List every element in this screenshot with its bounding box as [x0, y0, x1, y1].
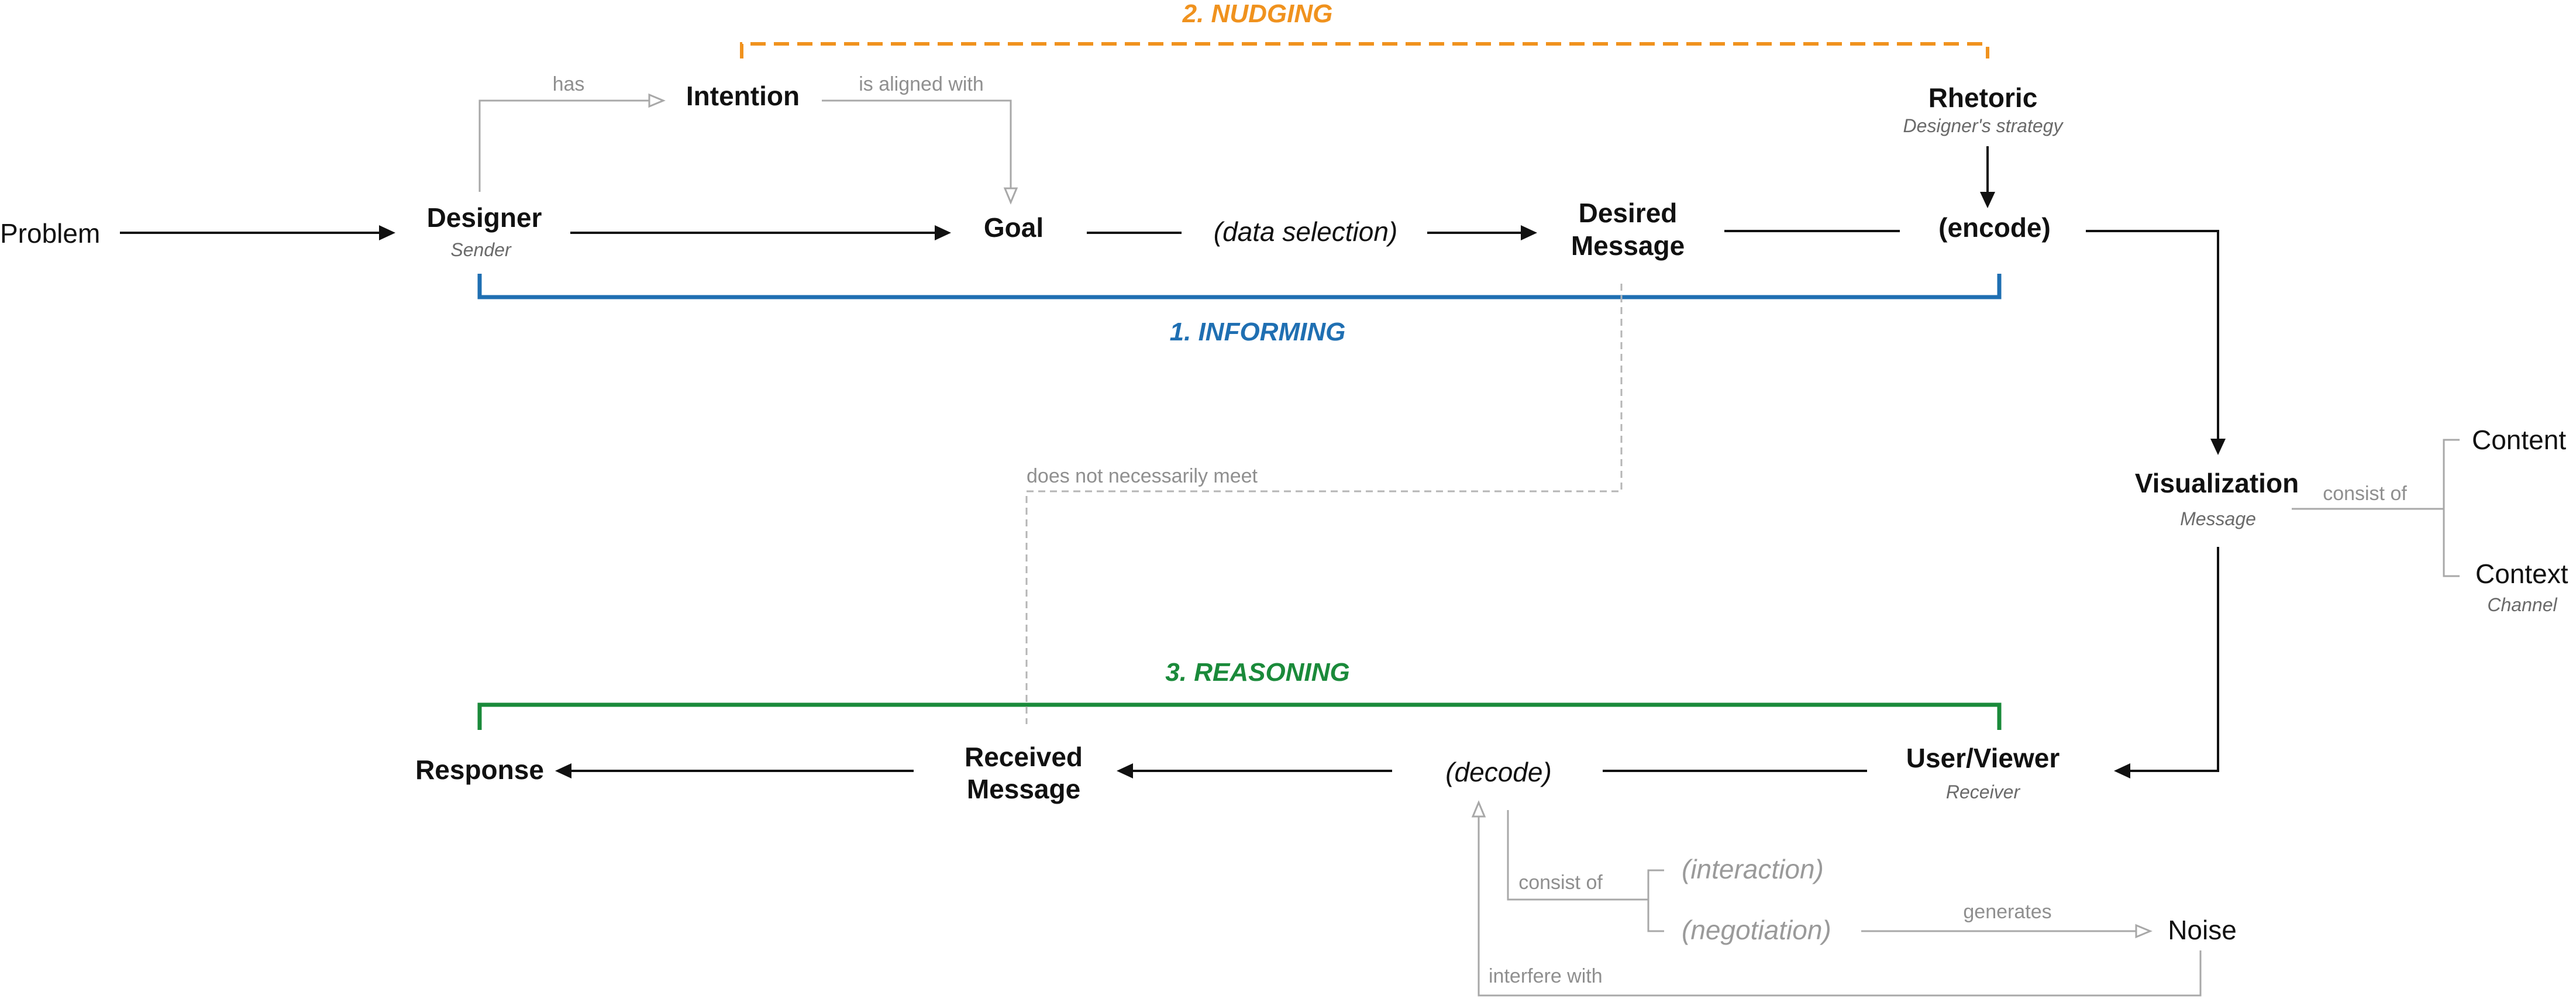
node-goal: Goal — [984, 212, 1044, 243]
node-decode: (decode) — [1445, 757, 1552, 787]
node-visualization-subtitle: Message — [2180, 508, 2256, 529]
bracket-interaction-negotiation — [1647, 869, 1664, 932]
node-user-viewer-title: User/Viewer — [1906, 743, 2060, 773]
edge-encode-to-visualization — [2086, 230, 2219, 439]
node-desired-message-line2: Message — [1571, 230, 1685, 261]
arrowhead-decode — [1471, 800, 1486, 818]
node-encode: (encode) — [1938, 212, 2051, 243]
informing-label: 1. INFORMING — [1170, 318, 1346, 346]
arrowhead-encode — [1980, 192, 1995, 208]
edge-noise-interfere-decode — [1478, 816, 2202, 997]
label-consist-of-decode: consist of — [1518, 871, 1603, 894]
arrowhead-user-viewer — [2114, 763, 2130, 778]
node-desired-message-line1: Desired — [1579, 198, 1678, 228]
node-context-title: Context — [2475, 559, 2568, 589]
reasoning-label: 3. REASONING — [1165, 658, 1349, 687]
label-consist-of-visualization: consist of — [2323, 483, 2407, 505]
node-problem: Problem — [0, 218, 100, 249]
node-noise: Noise — [2168, 915, 2237, 945]
arrowhead-received-message — [1117, 763, 1133, 778]
node-response: Response — [415, 754, 544, 785]
arrowhead-response — [555, 763, 571, 778]
edge-decode-consist-of — [1507, 810, 1648, 901]
node-designer-subtitle: Sender — [450, 239, 512, 260]
node-negotiation: (negotiation) — [1682, 915, 1831, 945]
nudging-bracket — [740, 42, 1989, 58]
reasoning-bracket — [477, 702, 2002, 730]
arrowhead-intention — [648, 93, 666, 108]
node-designer-title: Designer — [427, 202, 542, 233]
arrowhead-visualization — [2210, 439, 2226, 455]
node-interaction: (interaction) — [1682, 854, 1824, 884]
label-generates: generates — [1963, 901, 2051, 923]
node-content: Content — [2472, 425, 2566, 455]
edge-intention-aligned-goal — [822, 99, 1012, 188]
edge-visualization-to-user — [2129, 547, 2219, 772]
node-context-subtitle: Channel — [2487, 594, 2557, 615]
node-data-selection: (data selection) — [1214, 216, 1398, 247]
node-visualization-title: Visualization — [2135, 468, 2299, 498]
arrowhead-goal — [935, 225, 951, 240]
arrowhead-desired-message — [1521, 225, 1537, 240]
node-received-message-line1: Received — [965, 742, 1083, 772]
nudging-label: 2. NUDGING — [1182, 0, 1333, 28]
node-user-viewer-subtitle: Receiver — [1946, 781, 2021, 802]
node-intention: Intention — [686, 81, 800, 111]
label-interfere-with: interfere with — [1489, 965, 1603, 987]
node-rhetoric-title: Rhetoric — [1928, 82, 2038, 113]
edge-designer-has-intention — [478, 99, 649, 192]
informing-bracket — [477, 274, 2002, 299]
label-is-aligned-with: is aligned with — [859, 73, 984, 95]
node-rhetoric-subtitle: Designer's strategy — [1903, 115, 2064, 136]
arrowhead-goal-aligned — [1003, 187, 1018, 205]
label-has: has — [553, 73, 585, 95]
edge-desired-not-meet-received — [1025, 284, 1623, 724]
node-received-message-line2: Message — [967, 774, 1080, 804]
arrowhead-designer — [379, 225, 395, 240]
bracket-content-context — [2443, 439, 2460, 577]
arrowhead-noise — [2135, 924, 2153, 939]
label-does-not-necessarily-meet: does not necessarily meet — [1027, 465, 1258, 487]
